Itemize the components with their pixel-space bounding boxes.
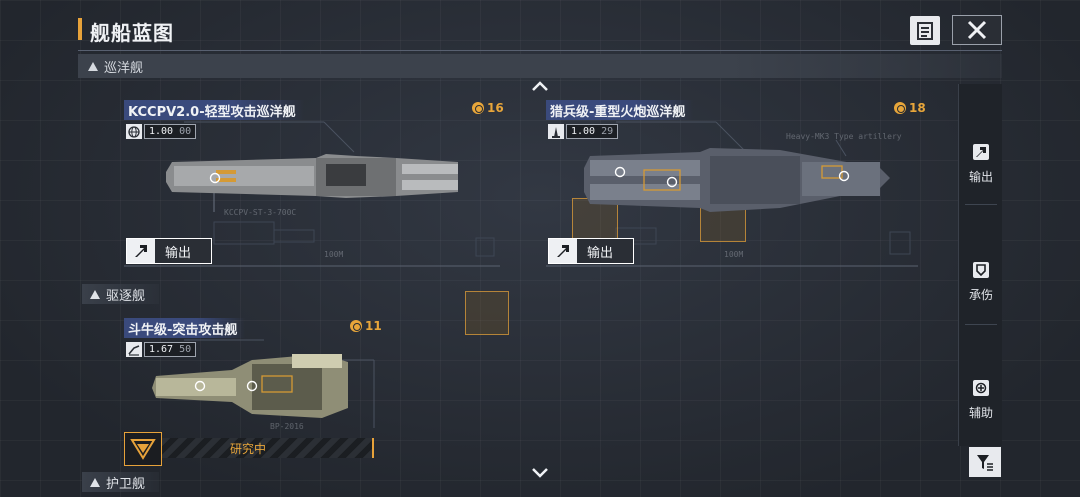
export-button[interactable]: 输出 [548,238,634,264]
tower-icon [548,124,564,139]
section-label: 护卫舰 [106,476,146,492]
rail-divider [965,324,997,325]
research-status-label: 研究中 [230,442,267,456]
role-filter-rail: 输出 承伤 辅助 [958,84,1002,446]
support-icon [973,379,989,396]
ship-rating: 1.00 00 [126,124,197,139]
ship-hunter-image [584,148,890,212]
ship-rating: 1.67 50 [126,342,197,357]
blueprint-scale: 100M [724,250,744,259]
section-header-destroyer[interactable]: 驱逐舰 [82,284,160,304]
output-arrow-icon [973,143,989,160]
rating-value: 1.67 50 [144,342,197,357]
cost-icon [894,102,906,114]
destroyer-class-icon [90,289,100,299]
rail-label: 输出 [968,169,993,184]
ship-cost: 16 [472,101,504,115]
cost-icon [350,320,362,332]
ship-name: 猎兵级-重型火炮巡洋舰 [546,100,694,120]
section-label: 驱逐舰 [106,288,146,304]
section-header-frigate[interactable]: 护卫舰 [82,472,160,492]
ship-kccpv-image [166,154,458,198]
part-code: BP-2016 [270,422,304,431]
title-bar: 舰船蓝图 [0,0,1080,52]
ship-rating: 1.00 29 [548,124,619,139]
export-button[interactable]: 输出 [126,238,212,264]
part-code: KCCPV-ST-3-700C [224,208,297,217]
ship-cost: 18 [894,101,926,115]
sticky-section-label: 巡洋舰 [104,60,144,76]
ship-card-bull[interactable]: 斗牛级-突击攻击舰 1.67 50 11 BP-2016 [124,318,384,464]
output-arrow-icon [549,238,577,264]
rail-label: 辅助 [968,405,993,420]
ship-card-kccpv[interactable]: KCCPV2.0-轻型攻击巡洋舰 1.00 00 16 KCCPV-ST-3-7… [124,100,504,270]
scroll-up-icon[interactable] [531,80,549,92]
ghost-highlight-box [465,291,509,335]
sticky-section-header[interactable]: 巡洋舰 [78,54,1002,78]
output-arrow-icon [127,238,155,264]
cost-icon [472,102,484,114]
rail-label: 承伤 [968,287,993,302]
header-divider [78,50,1002,51]
page-title: 舰船蓝图 [90,21,174,45]
rail-divider [965,204,997,205]
filter-button[interactable] [969,447,1001,477]
scroll-down-icon[interactable] [531,467,549,479]
ship-name: 斗牛级-突击攻击舰 [124,318,246,338]
frigate-class-icon [90,477,100,487]
document-button[interactable] [910,16,940,45]
rating-value: 1.00 29 [566,124,619,139]
blueprint-scale: 100M [324,250,344,259]
shield-icon [973,261,989,278]
research-status-bar[interactable]: 研究中 [124,432,374,466]
blueprint-lines [546,121,918,267]
filter-icon [977,455,993,471]
part-code: Heavy-MK3 Type artillery [786,132,902,141]
speed-icon [126,342,142,357]
research-progress-stripe: 研究中 [162,438,374,458]
export-button-label: 输出 [155,239,211,263]
rail-button-tank[interactable]: 承伤 [959,242,1003,322]
export-button-label: 输出 [577,239,633,263]
close-button[interactable] [952,15,1002,45]
ship-cost: 11 [350,319,382,333]
title-accent [78,18,82,40]
globe-icon [126,124,142,139]
rail-button-output[interactable]: 输出 [959,124,1003,204]
ship-card-hunter[interactable]: 猎兵级-重型火炮巡洋舰 1.00 29 18 Heavy-MK3 Type ar… [546,100,926,270]
close-icon [967,20,987,40]
rating-value: 1.00 00 [144,124,197,139]
ship-name: KCCPV2.0-轻型攻击巡洋舰 [124,100,304,120]
cruiser-class-icon [88,61,98,71]
ship-bull-image [152,354,348,418]
document-icon [917,21,933,40]
rail-button-support[interactable]: 辅助 [959,360,1003,440]
research-icon [124,432,162,466]
